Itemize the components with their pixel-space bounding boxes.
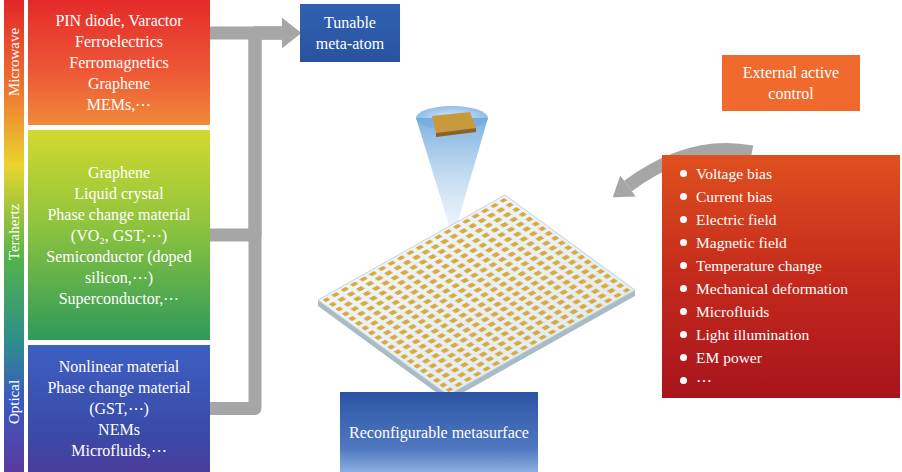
control-item: Magnetic field	[668, 231, 894, 254]
bullet-dot	[680, 331, 687, 338]
node-text: Reconfigurable metasurface	[349, 422, 529, 443]
bullet-dot	[680, 193, 687, 200]
material-arrow	[210, 33, 282, 409]
bullet-dot	[680, 239, 687, 246]
bullet-dot	[680, 170, 687, 177]
bullet-dot	[680, 285, 687, 292]
node-text: Phase change material (GST,⋯)	[34, 377, 204, 419]
band-label: Microwave	[6, 28, 23, 96]
node-text: Liquid crystal	[74, 183, 163, 204]
node-text: PIN diode, Varactor	[55, 10, 182, 31]
metasurface-plate	[318, 195, 635, 395]
control-item: Voltage bias	[668, 162, 894, 185]
control-item: Electric field	[668, 208, 894, 231]
spectrum-band	[4, 0, 24, 472]
node-text: Graphene	[88, 73, 150, 94]
node-text: Graphene	[88, 162, 150, 183]
control-item: EM power	[668, 346, 894, 369]
node-text: Ferromagnetics	[69, 52, 169, 73]
band-label: Terahertz	[6, 204, 23, 260]
title-box: External active control	[722, 55, 860, 111]
control-item: Microfluids	[668, 300, 894, 323]
node-text: External active control	[729, 62, 853, 104]
material-box: PIN diode, VaractorFerroelectricsFerroma…	[28, 0, 210, 125]
control-item: Current bias	[668, 185, 894, 208]
node-text: Tunable meta-atom	[308, 12, 392, 54]
material-arrow	[210, 33, 282, 235]
control-item: Light illumination	[668, 323, 894, 346]
bullet-dot	[680, 262, 687, 269]
node-text: NEMs	[98, 419, 140, 440]
bullet-dot	[680, 377, 687, 384]
bullet-dot	[680, 308, 687, 315]
control-list-box: Voltage biasCurrent biasElectric fieldMa…	[662, 155, 900, 398]
node-text: Nonlinear material	[59, 356, 179, 377]
meta-atom-array	[323, 198, 630, 392]
node-text: MEMs,⋯	[87, 94, 151, 115]
meta-atom-grid	[323, 198, 630, 392]
node-text: Superconductor,⋯	[59, 288, 180, 309]
band-label: Optical	[6, 380, 23, 424]
title-box: Tunable meta-atom	[300, 4, 400, 62]
control-item: ⋯	[668, 369, 894, 392]
node-text: Microfluids,⋯	[71, 440, 167, 461]
meta-atom-edge	[436, 128, 476, 137]
control-item: Mechanical deformation	[668, 277, 894, 300]
title-box: Reconfigurable metasurface	[340, 392, 538, 472]
material-box: Nonlinear materialPhase change material …	[28, 345, 210, 472]
node-text: Phase change material (VO₂, GST,⋯)	[34, 204, 204, 246]
control-item: Temperature change	[668, 254, 894, 277]
node-text: Semiconductor (doped silicon,⋯)	[34, 246, 204, 288]
bullet-dot	[680, 354, 687, 361]
material-box: GrapheneLiquid crystalPhase change mater…	[28, 130, 210, 340]
bullet-dot	[680, 216, 687, 223]
node-text: Ferroelectrics	[75, 31, 163, 52]
